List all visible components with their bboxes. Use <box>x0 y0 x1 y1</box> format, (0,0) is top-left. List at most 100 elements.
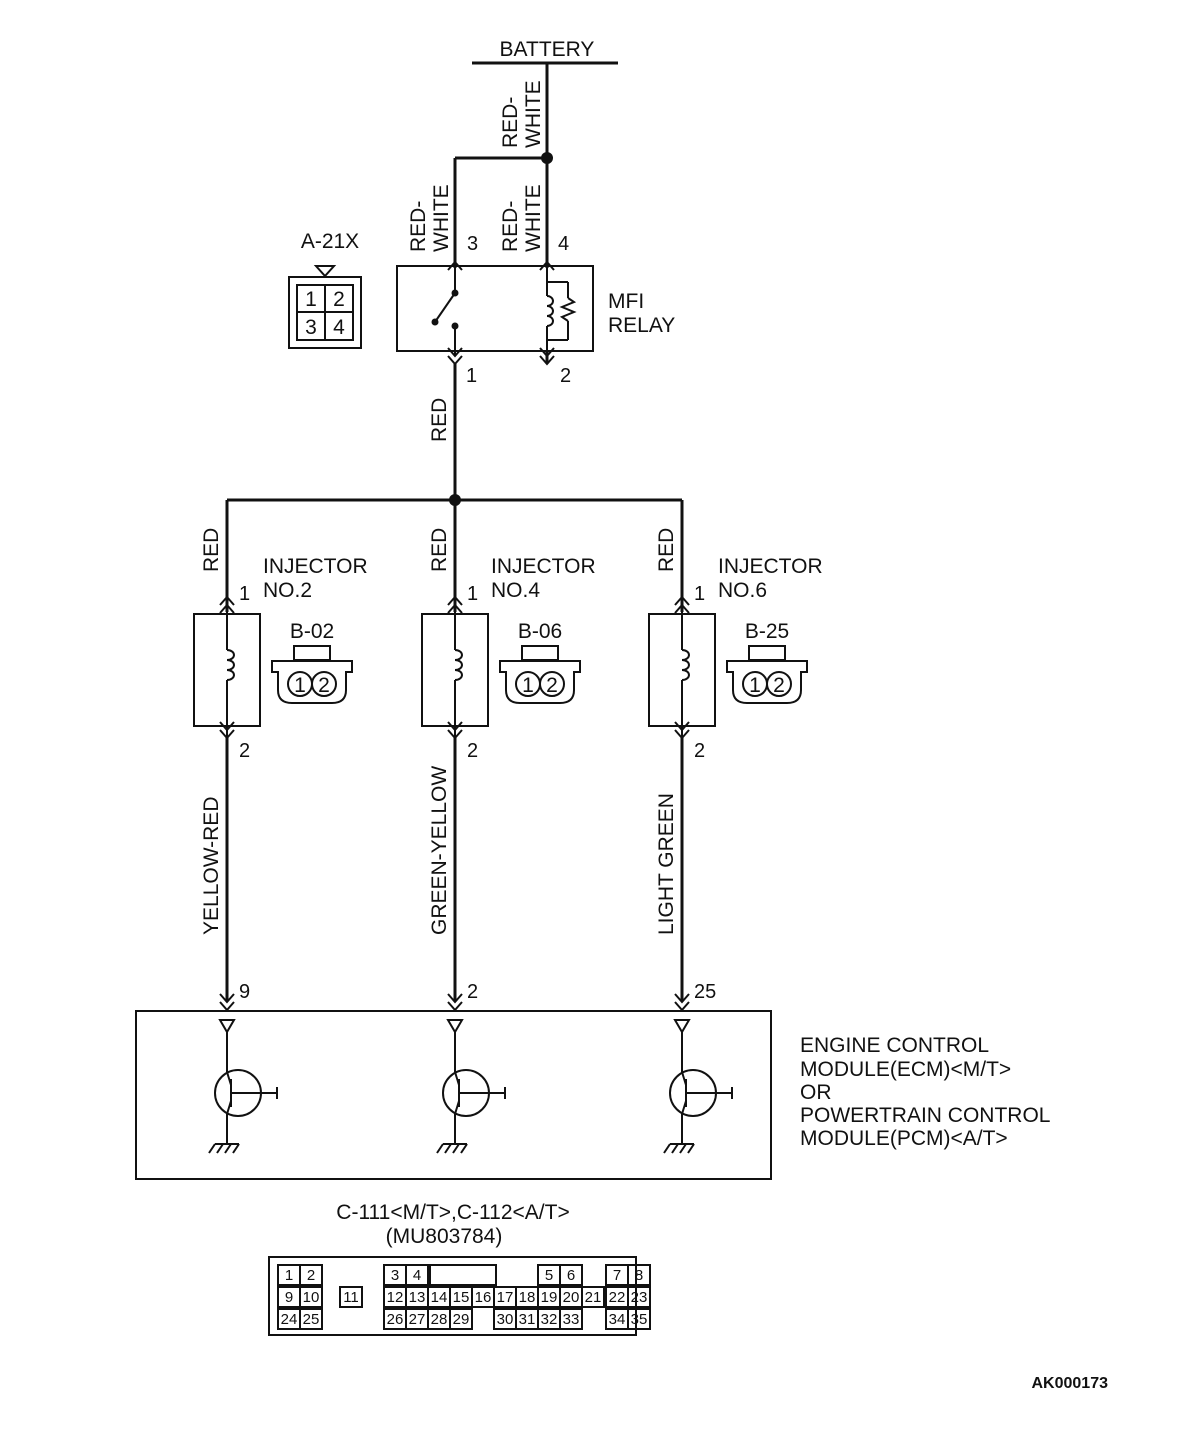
ecm-connector-cell-box <box>299 1308 323 1330</box>
injector-connector-cell: 2 <box>773 674 785 697</box>
pin-arrow-icon <box>447 721 463 732</box>
wire-color-relay-pin4: RED- WHITE <box>499 184 545 252</box>
ecm-pin: 2 <box>467 981 478 1003</box>
injector-coil-icon <box>454 649 463 681</box>
injector-connector-cell: 1 <box>522 674 534 697</box>
ecm-connector-cell-box <box>559 1308 583 1330</box>
ecm-connector-cell: 21 <box>585 1289 602 1306</box>
ecm-driver-transistor-icon <box>663 1019 733 1154</box>
injector-name-line2: NO.4 <box>491 579 540 602</box>
ecm-connector-cell: 5 <box>545 1267 553 1284</box>
ecm-connector-cell: 22 <box>609 1289 626 1306</box>
injector-coil-icon <box>681 649 690 681</box>
ecm-connector-cell: 8 <box>635 1267 643 1284</box>
relay-pin-1: 1 <box>466 365 477 387</box>
ecm-connector-part: (MU803784) <box>386 1225 503 1248</box>
injector-connector-cell: 2 <box>546 674 558 697</box>
ecm-connector-cell: 26 <box>387 1311 404 1328</box>
ecm-connector-cell: 13 <box>409 1289 426 1306</box>
injector-connector-label: B-06 <box>518 620 562 643</box>
ecm-connector-cell: 19 <box>541 1289 558 1306</box>
ecm-connector-cell: 29 <box>453 1311 470 1328</box>
injector-coil-icon <box>226 649 235 681</box>
injector-name-line1: INJECTOR <box>718 555 823 578</box>
wire-color-relay-pin3: RED- WHITE <box>407 184 453 252</box>
ecm-connector-cell-box <box>627 1286 651 1308</box>
ecm-connector-cell: 6 <box>567 1267 575 1284</box>
ecm-connector-cell: 28 <box>431 1311 448 1328</box>
ecm-connector-cell: 2 <box>307 1267 315 1284</box>
injector-pin-bottom: 2 <box>694 740 705 762</box>
ecm-connector-cell: 1 <box>285 1267 293 1284</box>
pin-arrow-icon <box>674 721 690 732</box>
wire-color-injector-feed: RED <box>200 528 223 572</box>
ecm-connector-cell-box <box>339 1286 363 1308</box>
ecm-connector-cell: 9 <box>285 1289 293 1306</box>
ecm-connector-cell: 4 <box>413 1267 421 1284</box>
wire-color-injector-feed: RED <box>428 528 451 572</box>
ecm-label-line3: OR <box>800 1081 832 1104</box>
ecm-pin: 9 <box>239 981 250 1003</box>
figure-code: AK000173 <box>1032 1375 1109 1392</box>
battery-label: BATTERY <box>500 38 595 61</box>
relay-pin-3: 3 <box>467 233 478 255</box>
ecm-connector-cell: 10 <box>303 1289 320 1306</box>
relay-connector-cell: 1 <box>305 288 317 311</box>
wire-color-injector-return: LIGHT GREEN <box>655 793 678 935</box>
ecm-connector-title: C-111<M/T>,C-112<A/T> <box>336 1201 569 1224</box>
ecm-connector-cell: 16 <box>475 1289 492 1306</box>
relay-connector-cell: 2 <box>333 288 345 311</box>
ecm-connector-cell-box <box>299 1286 323 1308</box>
ecm-connector-cell: 32 <box>541 1311 558 1328</box>
injector-pin-top: 1 <box>694 583 705 605</box>
ecm-connector-cell: 27 <box>409 1311 426 1328</box>
pin-arrow-icon <box>539 260 555 271</box>
wire-color-battery-feed: RED- WHITE <box>499 80 545 148</box>
relay-name-line1: MFI <box>608 290 644 313</box>
connector-key-icon <box>313 265 337 278</box>
injector-name-line1: INJECTOR <box>263 555 368 578</box>
ecm-driver-transistor-icon <box>208 1019 278 1154</box>
relay-connector-cell: 4 <box>333 316 345 339</box>
wire-color-injector-return: YELLOW-RED <box>200 797 223 935</box>
ecm-connector-cell: 15 <box>453 1289 470 1306</box>
relay-output-wire: RED <box>227 364 682 506</box>
ecm-connector-cell-box <box>627 1264 651 1286</box>
ecm-connector-cell: 17 <box>497 1289 514 1306</box>
ecm-connector-cell: 14 <box>431 1289 448 1306</box>
relay-connector-face: A-21X 1 2 3 4 <box>288 230 362 349</box>
injector-connector-label: B-25 <box>745 620 789 643</box>
injector-pin-bottom: 2 <box>239 740 250 762</box>
ecm-connector-cell: 12 <box>387 1289 404 1306</box>
ecm-connector-cell: 25 <box>303 1311 320 1328</box>
ecm-connector-cell-box <box>299 1264 323 1286</box>
pin-arrow-icon <box>447 595 463 606</box>
pin-arrow-icon <box>447 603 463 614</box>
ecm-box: ENGINE CONTROL MODULE(ECM)<M/T> OR POWER… <box>135 1010 1050 1180</box>
ecm-connector-cell: 30 <box>497 1311 514 1328</box>
pin-arrow-icon <box>219 721 235 732</box>
pin-arrow-icon <box>219 603 235 614</box>
mfi-relay: 3 4 1 2 MFI RELAY <box>396 233 675 387</box>
ecm-connector-cell: 23 <box>631 1289 648 1306</box>
ecm-connector-cell: 33 <box>563 1311 580 1328</box>
injector-name-line2: NO.6 <box>718 579 767 602</box>
injector-pin-top: 1 <box>239 583 250 605</box>
ecm-pin: 25 <box>694 981 716 1003</box>
ecm-connector-cell: 11 <box>343 1289 359 1306</box>
pin-arrow-icon <box>219 595 235 606</box>
battery-terminal: BATTERY <box>472 38 618 65</box>
relay-coil-icon <box>546 268 577 356</box>
ecm-connector-cell: 20 <box>563 1289 580 1306</box>
injector-connector-cell: 1 <box>294 674 306 697</box>
injector-pin-bottom: 2 <box>467 740 478 762</box>
